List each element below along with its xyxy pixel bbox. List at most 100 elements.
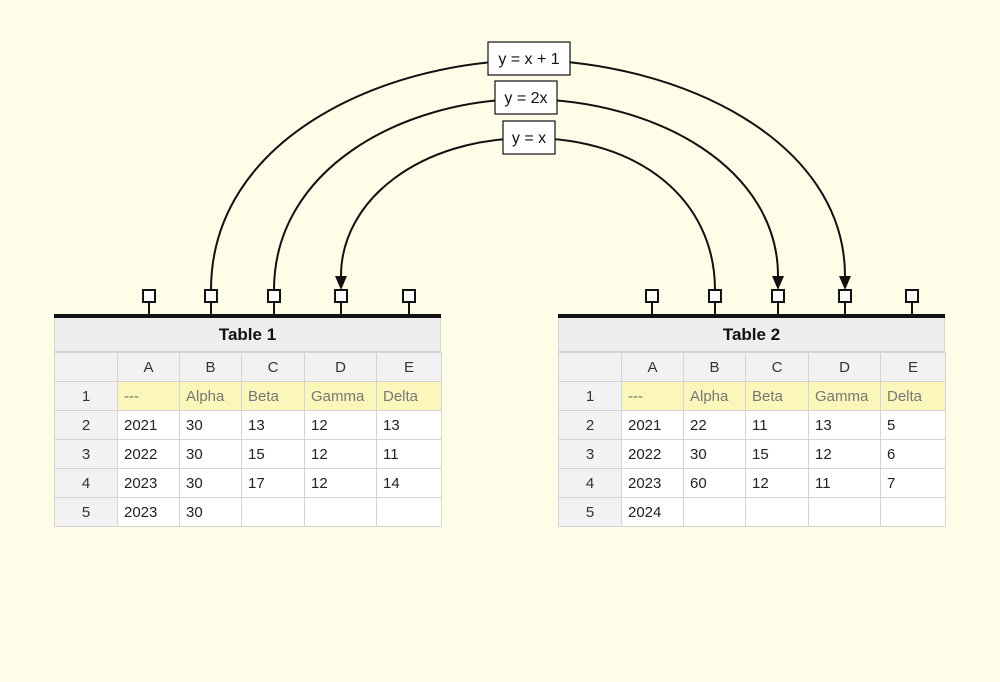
table-2-title[interactable]: Table 2 — [558, 318, 945, 352]
table-cell[interactable]: 30 — [683, 439, 746, 469]
table2-handle-d[interactable] — [838, 289, 852, 303]
table-cell[interactable]: 14 — [376, 468, 442, 498]
table1-handle-c[interactable] — [267, 289, 281, 303]
table-cell[interactable]: 6 — [880, 439, 946, 469]
table-cell[interactable]: 13 — [376, 410, 442, 440]
row-header[interactable]: 4 — [558, 468, 622, 498]
table-cell[interactable]: 30 — [179, 410, 242, 440]
table-cell[interactable] — [745, 497, 809, 527]
table2-handle-b[interactable] — [708, 289, 722, 303]
column-header-a[interactable]: A — [621, 352, 684, 382]
row-header[interactable]: 4 — [54, 468, 118, 498]
table-cell[interactable]: 13 — [241, 410, 305, 440]
mapping-label-2x[interactable]: y = 2x — [494, 80, 558, 115]
column-header-b[interactable]: B — [683, 352, 746, 382]
table-cell[interactable]: 30 — [179, 439, 242, 469]
table-cell[interactable]: 2022 — [117, 439, 180, 469]
table-row: 3 2022 30 15 12 6 — [558, 439, 946, 469]
arrowhead-2x — [772, 276, 784, 290]
table-cell[interactable] — [304, 497, 377, 527]
table-cell[interactable]: Delta — [880, 381, 946, 411]
table-cell[interactable]: 2023 — [621, 468, 684, 498]
corner-cell[interactable] — [54, 352, 118, 382]
column-header-e[interactable]: E — [880, 352, 946, 382]
table-cell[interactable]: Alpha — [179, 381, 242, 411]
table-cell[interactable]: 30 — [179, 468, 242, 498]
column-header-a[interactable]: A — [117, 352, 180, 382]
table-cell[interactable] — [683, 497, 746, 527]
row-header[interactable]: 2 — [558, 410, 622, 440]
mapping-label-x-plus-1[interactable]: y = x + 1 — [487, 41, 571, 76]
table-cell[interactable]: 2022 — [621, 439, 684, 469]
table-cell[interactable]: 15 — [241, 439, 305, 469]
column-header-c[interactable]: C — [241, 352, 305, 382]
corner-cell[interactable] — [558, 352, 622, 382]
table-cell[interactable]: 30 — [179, 497, 242, 527]
table-cell[interactable]: --- — [621, 381, 684, 411]
table-1-title[interactable]: Table 1 — [54, 318, 441, 352]
table-row: 5 2024 — [558, 497, 946, 527]
column-header-c[interactable]: C — [745, 352, 809, 382]
table-row: 1 --- Alpha Beta Gamma Delta — [558, 381, 946, 411]
table-cell[interactable]: 2023 — [117, 497, 180, 527]
table-cell[interactable]: Delta — [376, 381, 442, 411]
table-cell[interactable]: 11 — [808, 468, 881, 498]
arrowhead-x — [335, 276, 347, 290]
row-header[interactable]: 3 — [54, 439, 118, 469]
table-cell[interactable]: Gamma — [808, 381, 881, 411]
table-cell[interactable]: 2021 — [621, 410, 684, 440]
table-cell[interactable]: 12 — [304, 410, 377, 440]
table1-handle-b[interactable] — [204, 289, 218, 303]
row-header[interactable]: 5 — [54, 497, 118, 527]
row-header[interactable]: 1 — [558, 381, 622, 411]
table2-handle-a[interactable] — [645, 289, 659, 303]
table-cell[interactable]: 7 — [880, 468, 946, 498]
row-header[interactable]: 3 — [558, 439, 622, 469]
table-cell[interactable]: 15 — [745, 439, 809, 469]
table-row: 5 2023 30 — [54, 497, 442, 527]
mapping-label-x[interactable]: y = x — [502, 120, 556, 155]
table-cell[interactable]: --- — [117, 381, 180, 411]
table-cell[interactable]: 12 — [304, 439, 377, 469]
table-cell[interactable]: 11 — [745, 410, 809, 440]
table-cell[interactable]: 22 — [683, 410, 746, 440]
table-cell[interactable]: Beta — [745, 381, 809, 411]
table1-handle-d[interactable] — [334, 289, 348, 303]
table-cell[interactable]: 2024 — [621, 497, 684, 527]
table-cell[interactable]: Beta — [241, 381, 305, 411]
table-cell[interactable]: 2023 — [117, 468, 180, 498]
table-cell[interactable]: 2021 — [117, 410, 180, 440]
table-cell[interactable]: 17 — [241, 468, 305, 498]
table-row: 4 2023 60 12 11 7 — [558, 468, 946, 498]
table-cell[interactable]: 13 — [808, 410, 881, 440]
table-row: 3 2022 30 15 12 11 — [54, 439, 442, 469]
table1-handle-a[interactable] — [142, 289, 156, 303]
table-cell[interactable]: Gamma — [304, 381, 377, 411]
mapping-arc-x[interactable] — [340, 136, 716, 291]
table-row: 2 2021 30 13 12 13 — [54, 410, 442, 440]
table-cell[interactable]: 11 — [376, 439, 442, 469]
table2-handle-e[interactable] — [905, 289, 919, 303]
row-header[interactable]: 1 — [54, 381, 118, 411]
table-cell[interactable] — [241, 497, 305, 527]
row-header[interactable]: 5 — [558, 497, 622, 527]
column-header-b[interactable]: B — [179, 352, 242, 382]
table-cell[interactable]: Alpha — [683, 381, 746, 411]
table-cell[interactable]: 12 — [304, 468, 377, 498]
table1-handle-e[interactable] — [402, 289, 416, 303]
column-header-d[interactable]: D — [304, 352, 377, 382]
column-header-e[interactable]: E — [376, 352, 442, 382]
table-cell[interactable] — [376, 497, 442, 527]
row-header[interactable]: 2 — [54, 410, 118, 440]
table2-handle-c[interactable] — [771, 289, 785, 303]
table-row: 4 2023 30 17 12 14 — [54, 468, 442, 498]
table-cell[interactable] — [808, 497, 881, 527]
table-cell[interactable]: 5 — [880, 410, 946, 440]
table-cell[interactable] — [880, 497, 946, 527]
column-header-d[interactable]: D — [808, 352, 881, 382]
table-cell[interactable]: 12 — [745, 468, 809, 498]
table-2-grid: A B C D E 1 --- Alpha Beta Gamma Delta 2… — [558, 352, 946, 527]
table-cell[interactable]: 12 — [808, 439, 881, 469]
table-cell[interactable]: 60 — [683, 468, 746, 498]
table1-column-handles — [142, 289, 416, 314]
